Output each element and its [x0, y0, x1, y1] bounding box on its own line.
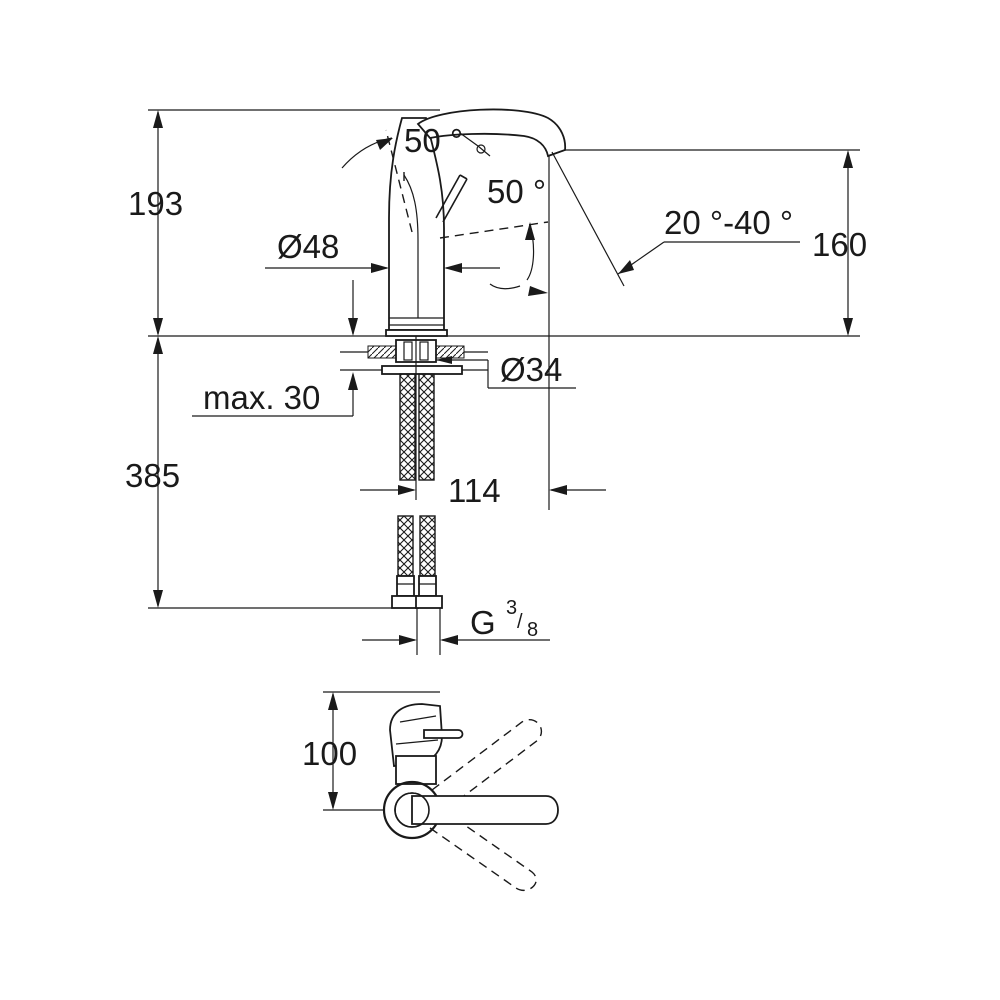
dimension-diameter-34: [436, 356, 576, 389]
dimension-diameter-48: [265, 263, 500, 273]
dimension-193: [153, 110, 163, 336]
label-100: 100: [302, 735, 357, 772]
label-diameter-48: Ø48: [277, 228, 339, 265]
hose-right-upper: [418, 373, 435, 481]
body-base: [385, 329, 448, 337]
handle-back-position: [385, 129, 413, 233]
dimension-385: [153, 336, 163, 608]
mounting-area: [340, 339, 488, 375]
label-max-30: max. 30: [203, 379, 320, 416]
top-handle-position-down: [429, 811, 537, 891]
top-handle-knob: [423, 729, 464, 739]
dimension-160: [843, 150, 853, 336]
label-angle-spout: 20 °-40 °: [664, 204, 793, 241]
hose-left-lower: [397, 515, 414, 577]
label-angle-50-back: 50 °: [404, 122, 463, 159]
body-inner-line: [403, 174, 419, 318]
label-angle-50-front: 50 °: [487, 173, 546, 210]
counter-hatch-right: [433, 345, 465, 359]
top-lever: [411, 795, 559, 825]
hose-left-upper: [399, 373, 416, 481]
label-diameter-34: Ø34: [500, 351, 562, 388]
dimension-max-30: [192, 280, 358, 417]
dimension-thread: [362, 635, 550, 645]
hose-fittings: [391, 575, 443, 655]
hose-right-lower: [419, 515, 436, 577]
label-thread-slash: /: [517, 611, 523, 633]
top-view: 100: [302, 691, 559, 891]
label-160: 160: [812, 226, 867, 263]
top-handle-position-up: [431, 719, 543, 809]
label-114: 114: [448, 472, 501, 509]
angle-50-front: [489, 222, 548, 296]
angle-50-back: [341, 132, 491, 169]
lever-handle: [435, 144, 486, 223]
angle-spout: [551, 151, 800, 287]
label-385: 385: [125, 457, 180, 494]
label-thread-numerator: 3: [506, 597, 517, 619]
dimension-100: [328, 692, 338, 810]
faucet-body: [388, 117, 445, 331]
front-view: 193 160: [125, 108, 867, 655]
label-thread-denominator: 8: [527, 619, 538, 641]
label-193: 193: [128, 185, 183, 222]
label-thread-g: G: [470, 604, 496, 641]
dimension-114: [360, 485, 606, 495]
